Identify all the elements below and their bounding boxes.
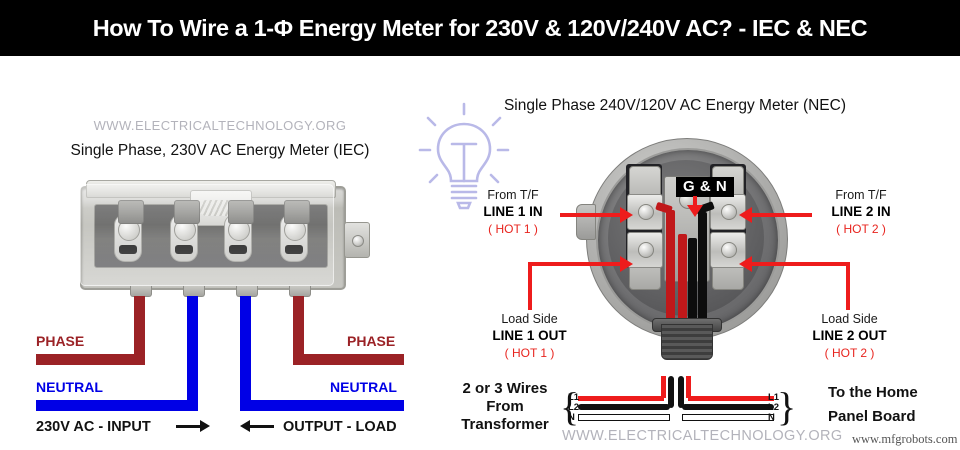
arrow-line-line2-in	[752, 213, 812, 217]
internal-black-wire-2	[688, 238, 697, 322]
arrow-head-line2-in	[739, 207, 752, 223]
terminal-lug-3	[228, 200, 254, 224]
feeder-left-l1	[578, 396, 664, 401]
left-tag-n: N	[568, 412, 575, 423]
wire-neutral-out-horizontal	[240, 400, 404, 411]
line2-out-source: Load Side	[821, 312, 878, 326]
input-arrow-head	[200, 420, 210, 432]
internal-red-wire-2	[678, 234, 687, 324]
line1-in-name: LINE 1 IN	[483, 204, 543, 219]
feeder-right-l2	[682, 404, 774, 410]
wire-neutral-out-vertical	[240, 296, 251, 411]
line1-out-name: LINE 1 OUT	[492, 328, 567, 343]
terminal-lug-1	[118, 200, 144, 224]
from-transformer-line3: Transformer	[461, 416, 549, 433]
hub-drop-black-left	[668, 376, 674, 408]
meter-mount-tab	[344, 222, 370, 258]
site-watermark: www.mfgrobots.com	[852, 432, 958, 446]
socket-conduit-hub	[661, 324, 713, 360]
wire-neutral-in-vertical	[187, 296, 198, 411]
line2-out-hot: ( HOT 2 )	[824, 346, 875, 360]
to-panel-line2: Panel Board	[828, 408, 916, 425]
label-neutral-in: NEUTRAL	[36, 379, 103, 395]
from-transformer-line1: 2 or 3 Wires	[462, 380, 548, 397]
arrow-stem-gn	[693, 196, 697, 208]
arrow-head-gn	[687, 205, 703, 217]
socket-side-lug	[576, 204, 596, 240]
label-input-flow: 230V AC - INPUT	[36, 419, 151, 435]
page-title: How To Wire a 1-Φ Energy Meter for 230V …	[92, 14, 868, 41]
wire-phase-in-horizontal	[36, 354, 145, 365]
right-tag-n: N	[768, 412, 775, 423]
line1-out-source: Load Side	[501, 312, 558, 326]
arrow-line-line1-out	[528, 262, 620, 266]
arrow-head-line1-in	[620, 207, 633, 223]
wire-phase-out-vertical	[293, 296, 304, 365]
internal-red-wire-1	[666, 210, 675, 322]
right-tag-l1: L1	[768, 392, 780, 403]
arrow-line-line2-out	[752, 262, 850, 266]
label-phase-in: PHASE	[36, 333, 85, 349]
nec-meter-socket-photo	[576, 138, 788, 360]
brace-right: }	[777, 384, 797, 429]
feeder-left-l2	[578, 404, 670, 410]
line1-in-hot: ( HOT 1 )	[488, 222, 538, 236]
wire-neutral-in-horizontal	[36, 400, 198, 411]
terminal-lug-2	[174, 200, 200, 224]
wire-phase-out-horizontal	[293, 354, 404, 365]
label-neutral-out: NEUTRAL	[330, 379, 397, 395]
label-phase-out: PHASE	[347, 333, 396, 349]
jaw-line2-out	[710, 232, 746, 268]
line1-out-hot: ( HOT 1 )	[504, 346, 555, 360]
wire-phase-in-vertical	[134, 296, 145, 365]
line2-out-name: LINE 2 OUT	[812, 328, 887, 343]
from-transformer-line2: From	[486, 398, 524, 415]
line2-in-hot: ( HOT 2 )	[836, 222, 886, 236]
output-arrow-line	[250, 425, 274, 428]
to-panel-line1: To the Home	[828, 384, 918, 401]
iec-section-title: Single Phase, 230V AC Energy Meter (IEC)	[70, 142, 370, 159]
input-arrow-line	[176, 425, 200, 428]
arrow-head-line1-out	[620, 256, 633, 272]
arrow-line-line1-in	[560, 213, 620, 217]
terminal-lug-4	[284, 200, 310, 224]
nec-watermark: WWW.ELECTRICALTECHNOLOGY.ORG	[562, 428, 843, 444]
brace-left: {	[560, 384, 580, 429]
line2-in-source: From T/F	[835, 188, 887, 202]
line2-in-name: LINE 2 IN	[831, 204, 891, 219]
line1-in-source: From T/F	[487, 188, 539, 202]
iec-watermark: WWW.ELECTRICALTECHNOLOGY.ORG	[93, 118, 347, 133]
jaw-line1-out	[627, 232, 663, 268]
hub-drop-red-right	[686, 376, 691, 398]
right-tag-l2: L2	[768, 402, 780, 413]
jaw-line1-in	[627, 194, 663, 230]
feeder-right-l1	[688, 396, 774, 401]
left-tag-l1: L1	[568, 392, 580, 403]
nec-section-title: Single Phase 240V/120V AC Energy Meter (…	[503, 97, 847, 114]
label-output-flow: OUTPUT - LOAD	[283, 419, 397, 435]
internal-black-wire-1	[698, 212, 707, 322]
hub-drop-black-right	[678, 376, 684, 408]
left-tag-l2: L2	[568, 402, 580, 413]
arrow-head-line2-out	[739, 256, 752, 272]
iec-energy-meter-photo	[72, 178, 370, 298]
feeder-right-n	[682, 414, 774, 421]
arrow-stem-line2-out	[846, 262, 850, 310]
arrow-stem-line1-out	[528, 262, 532, 310]
light-bulb-icon	[418, 100, 510, 212]
output-arrow-head	[240, 420, 250, 432]
ground-neutral-tag: G & N	[676, 177, 735, 197]
title-bar: How To Wire a 1-Φ Energy Meter for 230V …	[0, 0, 960, 56]
feeder-left-n	[578, 414, 670, 421]
hub-drop-red-left	[661, 376, 666, 398]
